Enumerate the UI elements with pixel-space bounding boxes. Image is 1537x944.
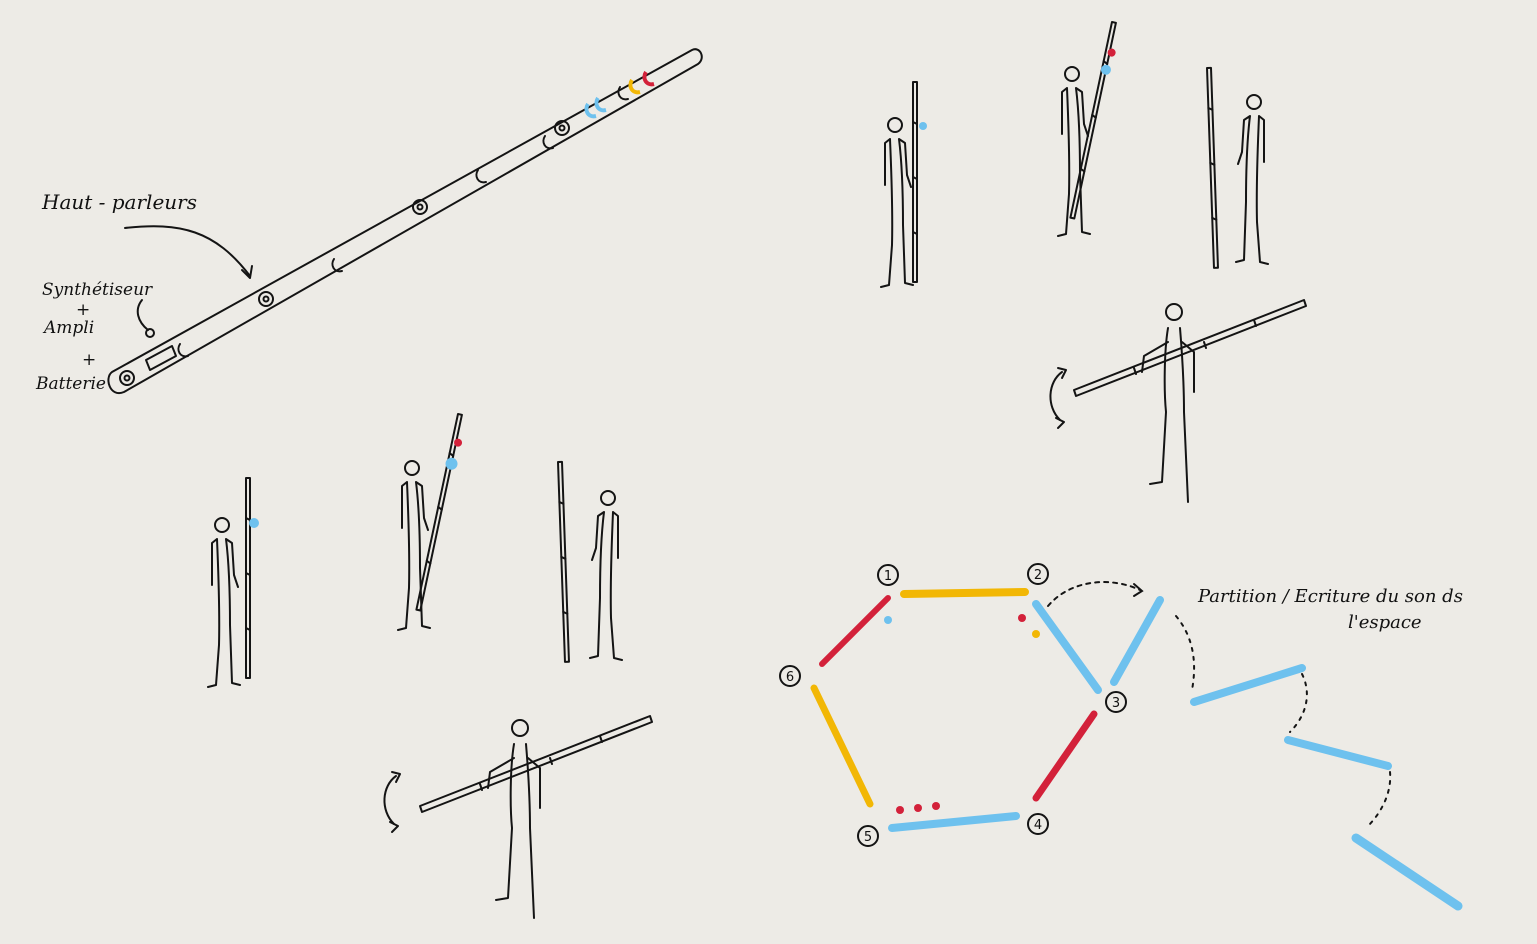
pole-instrument-icon — [414, 414, 467, 612]
synth-label: Synthétiseur — [42, 282, 152, 299]
synth-pointer-icon — [138, 300, 148, 330]
dotted-arrow-icon — [1048, 582, 1140, 606]
dot-3 — [1032, 630, 1040, 638]
dotted-arrowhead-icon — [1134, 584, 1142, 596]
dotted-link-1 — [1176, 616, 1194, 690]
performer-figure-icon — [208, 518, 240, 687]
dot-5 — [914, 804, 922, 812]
branch-segment-1 — [1114, 600, 1160, 682]
pole-instrument-icon — [108, 49, 701, 393]
performer-figure-icon — [1236, 95, 1268, 264]
performer-figure-icon — [398, 461, 430, 630]
speakers-pointer-icon — [125, 226, 250, 276]
synth-pointer-tip-icon — [146, 329, 154, 337]
pole-instrument-icon — [1207, 68, 1218, 268]
rotation-arrow-icon — [1050, 368, 1066, 428]
performer-figure-icon — [1074, 300, 1306, 502]
branch-segment-3 — [1288, 740, 1388, 766]
performer-figure-icon — [881, 118, 913, 287]
dot-4 — [896, 806, 904, 814]
plus-sign-1: + — [76, 302, 90, 319]
branch-segment-4 — [1356, 838, 1458, 906]
node-2: 2 — [1028, 564, 1048, 584]
node-4: 4 — [1028, 814, 1048, 834]
pole-instrument-icon — [913, 82, 927, 282]
edge-1-2 — [904, 592, 1025, 594]
score-caption-line1: Partition / Ecriture du son ds — [1198, 588, 1463, 606]
dotted-link-3 — [1368, 772, 1390, 826]
dotted-link-2 — [1290, 674, 1307, 732]
plus-sign-2: + — [82, 352, 96, 369]
amp-label: Ampli — [44, 320, 94, 337]
node-6-label: 6 — [786, 670, 794, 685]
edge-2-3 — [1036, 604, 1098, 690]
node-5: 5 — [858, 826, 878, 846]
edge-6-5 — [814, 688, 870, 804]
edge-4-3 — [1036, 714, 1094, 798]
branch-segment-2 — [1194, 668, 1302, 702]
edge-1-6 — [822, 598, 888, 664]
node-3: 3 — [1106, 692, 1126, 712]
node-5-label: 5 — [864, 830, 872, 845]
score-caption-line2: l'espace — [1348, 614, 1422, 632]
pole-instrument-icon — [246, 478, 259, 678]
node-4-label: 4 — [1034, 818, 1042, 833]
pole-instrument-icon — [558, 462, 569, 662]
pole-instrument-icon — [1069, 22, 1121, 220]
node-3-label: 3 — [1112, 696, 1120, 711]
dot-2 — [1018, 614, 1026, 622]
edge-5-4 — [892, 816, 1016, 828]
performer-figure-icon — [590, 491, 622, 660]
dot-1 — [884, 616, 892, 624]
speakers-label: Haut - parleurs — [42, 192, 197, 212]
node-6: 6 — [780, 666, 800, 686]
node-1: 1 — [878, 565, 898, 585]
dot-6 — [932, 802, 940, 810]
battery-label: Batterie — [36, 376, 106, 393]
performer-figure-icon — [420, 716, 652, 918]
node-2-label: 2 — [1034, 568, 1042, 583]
node-1-label: 1 — [884, 569, 892, 584]
rotation-arrow-icon — [384, 772, 400, 832]
